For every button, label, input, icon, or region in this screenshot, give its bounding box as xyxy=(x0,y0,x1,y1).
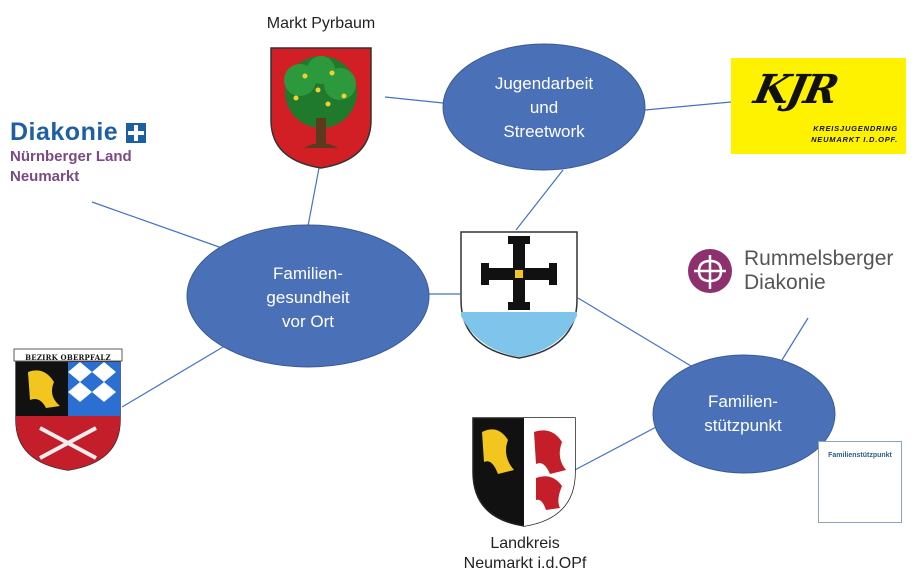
kjr-line-2: NEUMARKT I.D.OPF. xyxy=(811,135,898,144)
rummelsberger-mark xyxy=(688,249,732,293)
label-landkreis-neumarkt: Landkreis Neumarkt i.d.OPf xyxy=(430,534,620,574)
connector-jugend-wappen xyxy=(515,169,564,231)
connectors xyxy=(91,96,809,473)
kjr-mark: KJR xyxy=(750,66,841,113)
coat-of-arms-center xyxy=(460,231,578,359)
logo-familienstuetzpunkt-badge: Familienstützpunkt xyxy=(818,441,902,523)
kjr-line-1: KREISJUGENDRING xyxy=(813,124,898,133)
coat-of-arms-bezirk-oberpfalz xyxy=(13,348,123,471)
jugendarbeit-line-3: Streetwork xyxy=(503,122,585,141)
node-familiengesundheit xyxy=(186,224,430,368)
diakonie-line-3: Neumarkt xyxy=(10,168,80,185)
connector-bezirk-familiengesundheit xyxy=(121,343,229,408)
familiengesundheit-line-3: vor Ort xyxy=(282,312,334,331)
stuetzpunkt-line-1: Familien- xyxy=(708,392,778,411)
connector-jugend-kjr xyxy=(644,101,732,111)
fsp-badge-text: Familienstützpunkt xyxy=(828,452,892,459)
diakonie-line-2: Nürnberger Land xyxy=(10,148,132,165)
logo-diakonie-nuernberger-land: Diakonie Nürnberger Land Neumarkt xyxy=(10,118,190,187)
connector-rummelsberger-stuetzpunkt xyxy=(781,317,809,361)
node-jugendarbeit-text: Jugendarbeit und Streetwork xyxy=(458,72,630,144)
label-markt-pyrbaum: Markt Pyrbaum xyxy=(266,15,376,32)
jugendarbeit-line-2: und xyxy=(529,98,559,117)
stuetzpunkt-line-2: stützpunkt xyxy=(704,416,782,435)
node-familienstuetzpunkt-text: Familien- stützpunkt xyxy=(670,390,816,438)
rummelsberger-line-1: Rummelsberger xyxy=(744,247,894,270)
node-jugendarbeit xyxy=(442,43,646,171)
connector-diakonie-familiengesundheit xyxy=(91,201,223,249)
logo-kreisjugendring: KJR KREISJUGENDRING NEUMARKT I.D.OPF. xyxy=(731,58,906,154)
coat-of-arms-landkreis-neumarkt xyxy=(472,417,576,527)
label-landkreis-line-2: Neumarkt i.d.OPf xyxy=(463,555,587,572)
connector-wappen-stuetzpunkt xyxy=(577,297,707,376)
diakonie-wordmark: Diakonie xyxy=(10,118,119,146)
node-familienstuetzpunkt xyxy=(652,354,836,474)
coat-of-arms-markt-pyrbaum xyxy=(270,47,372,169)
node-familiengesundheit-text: Familien- gesundheit vor Ort xyxy=(218,262,398,334)
connector-pyrbaum-familiengesundheit xyxy=(307,167,320,227)
familiengesundheit-line-1: Familien- xyxy=(273,264,343,283)
diakonie-cross-icon xyxy=(126,122,147,143)
connector-pyrbaum-jugend xyxy=(384,96,444,104)
label-landkreis-line-1: Landkreis xyxy=(490,535,560,552)
logo-rummelsberger-diakonie: Rummelsberger Diakonie xyxy=(688,243,913,299)
rummelsberger-line-2: Diakonie xyxy=(744,271,826,294)
connector-landkreis-stuetzpunkt xyxy=(570,424,661,473)
jugendarbeit-line-1: Jugendarbeit xyxy=(494,74,594,93)
familiengesundheit-line-2: gesundheit xyxy=(266,288,350,307)
bezirk-oberpfalz-label: BEZIRK OBERPFALZ xyxy=(25,353,111,362)
